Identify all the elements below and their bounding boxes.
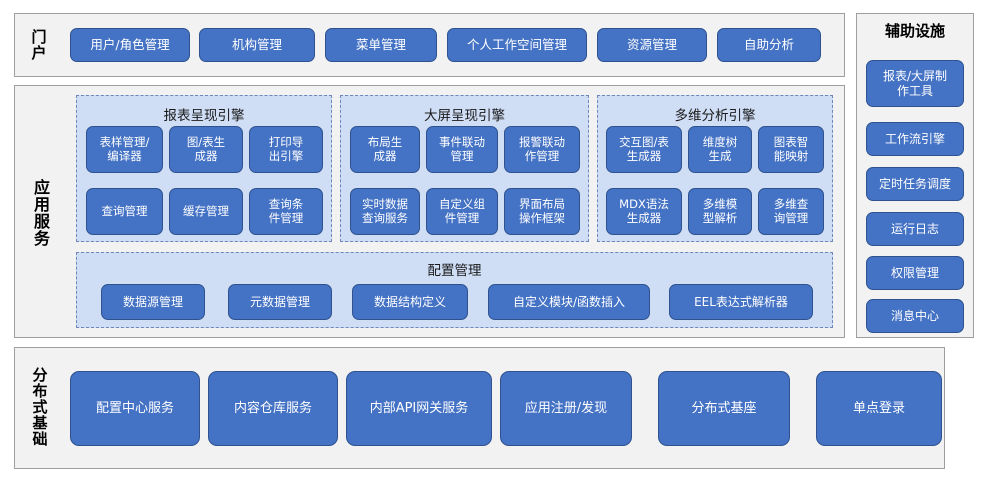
portal-item-self-service-analysis[interactable]: 自助分析 <box>717 28 821 62</box>
portal-item-resource-management[interactable]: 资源管理 <box>597 28 707 62</box>
engine-node-report-template-compiler[interactable]: 表样管理/ 编译器 <box>86 126 163 173</box>
base-node-internal-api-gateway-service[interactable]: 内部API网关服务 <box>346 371 492 446</box>
engine-node-cache-management[interactable]: 缓存管理 <box>169 188 243 235</box>
engine-node-realtime-data-query-service[interactable]: 实时数据 查询服务 <box>350 188 420 235</box>
engine-node-multidimensional-query-management[interactable]: 多维查 询管理 <box>758 188 824 235</box>
engine-node-query-management[interactable]: 查询管理 <box>86 188 163 235</box>
portal-section-label: 门户 <box>29 29 48 61</box>
engine-node-dimension-tree-generation[interactable]: 维度树 生成 <box>688 126 752 173</box>
portal-item-user-role-management[interactable]: 用户/角色管理 <box>70 28 190 62</box>
aux-node-report-screen-authoring-tool[interactable]: 报表/大屏制 作工具 <box>866 60 964 107</box>
config-node-eel-expression-parser[interactable]: EEL表达式解析器 <box>669 284 813 320</box>
engine-node-custom-component-management[interactable]: 自定义组 件管理 <box>426 188 498 235</box>
auxiliary-section-title: 辅助设施 <box>884 22 945 40</box>
base-node-distributed-foundation[interactable]: 分布式基座 <box>658 371 790 446</box>
engine-title-large-screen-rendering: 大屏呈现引擎 <box>424 108 505 124</box>
engine-node-alarm-linkage-action-management[interactable]: 报警联动 作管理 <box>504 126 580 173</box>
aux-node-runtime-log[interactable]: 运行日志 <box>866 212 964 246</box>
distributed-base-section-label: 分布式基础 <box>30 367 49 447</box>
portal-item-personal-workspace-management[interactable]: 个人工作空间管理 <box>447 28 587 62</box>
engine-node-chart-table-generator[interactable]: 图/表生 成器 <box>169 126 243 173</box>
engine-node-layout-generator[interactable]: 布局生 成器 <box>350 126 420 173</box>
engine-node-ui-layout-operation-framework[interactable]: 界面布局 操作框架 <box>504 188 580 235</box>
base-node-app-registration-discovery[interactable]: 应用注册/发现 <box>500 371 632 446</box>
aux-node-workflow-engine[interactable]: 工作流引擎 <box>866 122 964 156</box>
config-management-title: 配置管理 <box>427 263 482 279</box>
aux-node-message-center[interactable]: 消息中心 <box>866 299 964 333</box>
engine-node-multidimensional-model-parsing[interactable]: 多维模 型解析 <box>688 188 752 235</box>
engine-node-query-condition-management[interactable]: 查询条 件管理 <box>249 188 323 235</box>
base-node-single-sign-on[interactable]: 单点登录 <box>816 371 942 446</box>
base-node-config-center-service[interactable]: 配置中心服务 <box>70 371 200 446</box>
config-node-datasource-management[interactable]: 数据源管理 <box>101 284 205 320</box>
config-node-metadata-management[interactable]: 元数据管理 <box>228 284 332 320</box>
config-node-data-structure-definition[interactable]: 数据结构定义 <box>352 284 468 320</box>
engine-title-multidimensional-analysis: 多维分析引擎 <box>674 108 756 124</box>
engine-node-chart-smart-mapping[interactable]: 图表智 能映射 <box>758 126 824 173</box>
portal-item-org-management[interactable]: 机构管理 <box>199 28 315 62</box>
config-node-custom-module-function-insert[interactable]: 自定义模块/函数插入 <box>488 284 650 320</box>
aux-node-scheduled-task-scheduler[interactable]: 定时任务调度 <box>866 167 964 201</box>
application-services-section-label: 应用服务 <box>31 178 50 247</box>
aux-node-permission-management[interactable]: 权限管理 <box>866 256 964 290</box>
base-node-content-repository-service[interactable]: 内容仓库服务 <box>208 371 338 446</box>
engine-node-mdx-syntax-generator[interactable]: MDX语法 生成器 <box>606 188 682 235</box>
portal-item-menu-management[interactable]: 菜单管理 <box>325 28 437 62</box>
engine-node-event-linkage-management[interactable]: 事件联动 管理 <box>426 126 498 173</box>
engine-title-report-rendering: 报表呈现引擎 <box>163 108 245 124</box>
engine-node-print-export-engine[interactable]: 打印导 出引擎 <box>249 126 323 173</box>
engine-node-interactive-chart-table-generator[interactable]: 交互图/表 生成器 <box>606 126 682 173</box>
